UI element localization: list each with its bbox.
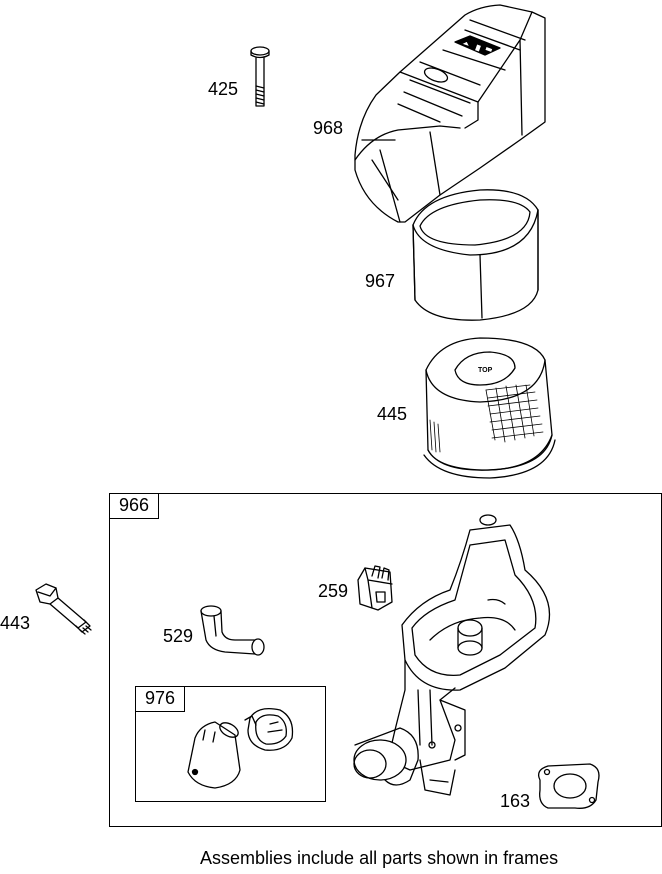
elbow-hose-529-icon [200, 605, 265, 656]
filter-top-text: TOP [478, 367, 493, 374]
air-cleaner-cover-968-icon [354, 4, 546, 223]
diagram-caption: Assemblies include all parts shown in fr… [200, 848, 559, 868]
pre-cleaner-976-icon [187, 707, 294, 789]
part-label-967: 967 [365, 271, 396, 291]
bolt-443-icon [35, 583, 92, 635]
air-cleaner-base-icon [353, 514, 551, 796]
part-label-529: 529 [163, 626, 194, 646]
part-label-968: 968 [313, 118, 344, 138]
part-label-443: 443 [0, 613, 31, 633]
part-label-259: 259 [318, 581, 349, 601]
gasket-163-icon [537, 763, 600, 809]
frame-label-976: 976 [135, 686, 185, 712]
part-label-425: 425 [208, 79, 239, 99]
part-label-163: 163 [500, 791, 531, 811]
assembly-frame-976 [135, 686, 326, 802]
clip-259-icon [357, 565, 393, 611]
frame-label-966: 966 [109, 493, 159, 519]
part-label-445: 445 [377, 404, 408, 424]
pre-cleaner-967-icon [412, 189, 539, 321]
air-filter-445-icon: TOP [423, 337, 556, 479]
screw-425-icon [250, 46, 270, 107]
